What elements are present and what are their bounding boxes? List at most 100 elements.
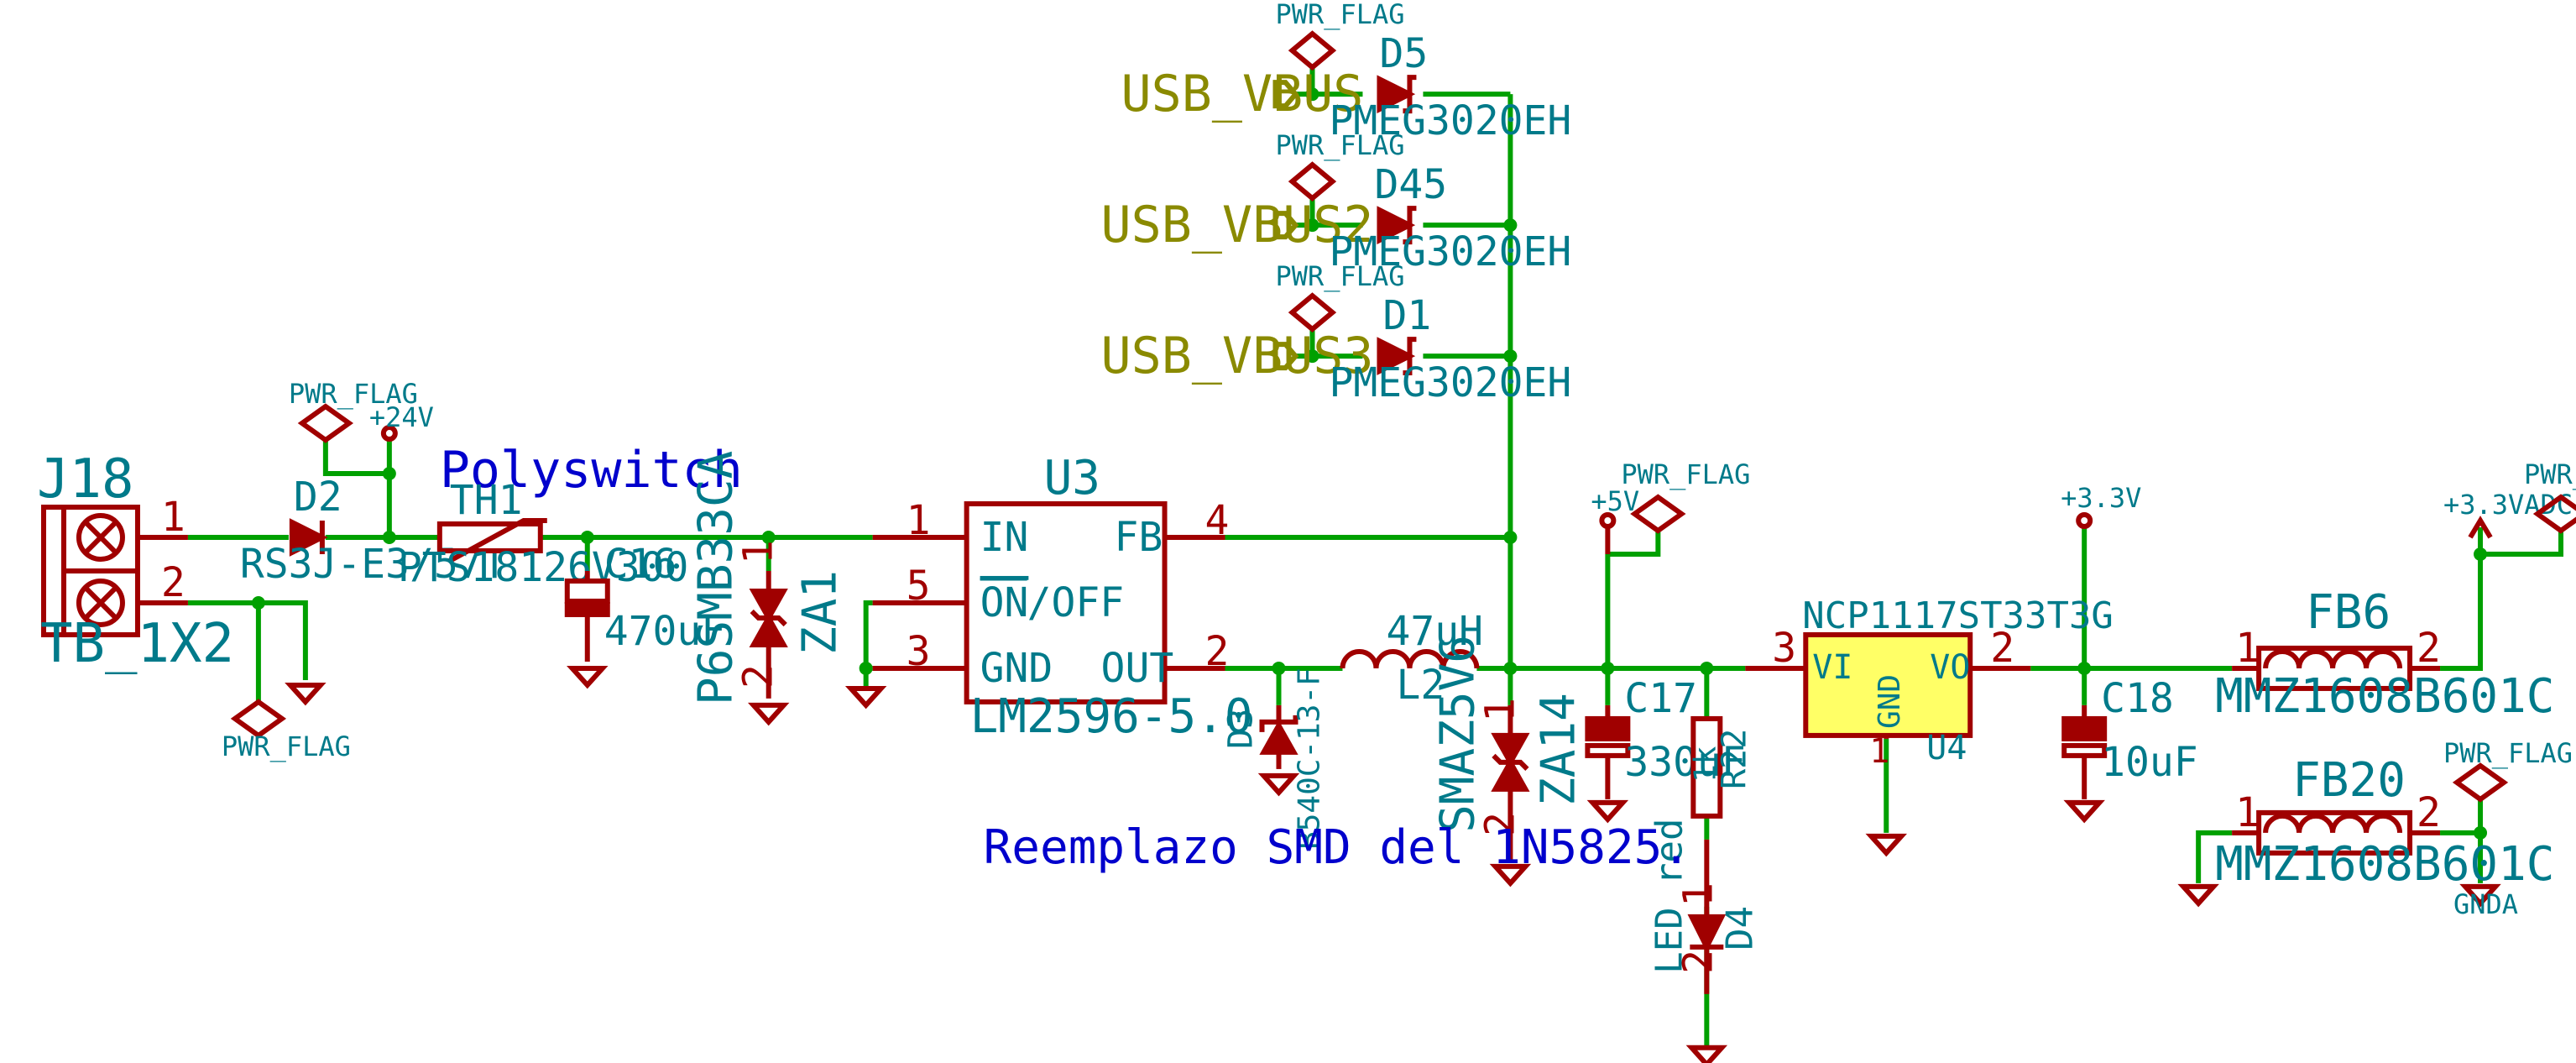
connector-value: TB_1X2 xyxy=(40,613,234,675)
ferrite-value: MMZ1608B601C xyxy=(2215,669,2554,724)
pin-number: 2 xyxy=(1990,625,2014,672)
inductor-l2: 47uH L2 xyxy=(1340,608,1483,709)
pin-name-gnd: GND xyxy=(1873,674,1907,729)
ground-symbol xyxy=(1489,863,1532,888)
pin-number: 5 xyxy=(907,563,931,610)
pin-number: 1 xyxy=(161,494,185,541)
pin-number: 1 xyxy=(735,540,782,564)
ldo-value: NCP1117ST33T3G xyxy=(1802,594,2114,637)
ground-symbol xyxy=(844,685,887,710)
ground-symbol-gnda: GNDA xyxy=(2453,883,2518,920)
resistor-ref: R22 xyxy=(1715,729,1753,789)
pin-name-in: IN xyxy=(980,514,1029,561)
pwr-flag-symbol: PWR_FLAG xyxy=(222,699,351,762)
pin-name-out: OUT xyxy=(1101,645,1174,692)
pin-name-on: ON xyxy=(980,579,1029,626)
pin-name-fb: FB xyxy=(1115,514,1163,561)
resistor-r22: 1k R22 xyxy=(1688,715,1753,819)
inductor-ref: L2 xyxy=(1396,662,1445,709)
capacitor-value: 330uF xyxy=(1624,739,1745,786)
pwr-flag-label: PWR_FLAG xyxy=(2524,458,2576,490)
tvs-value: P6SMB33CA xyxy=(689,451,744,705)
ferrite-fb6: FB6 MMZ1608B601C 1 2 xyxy=(2215,585,2554,724)
ldo-u4: NCP1117ST33T3G VI VO GND 3 2 1 U4 xyxy=(1745,594,2114,771)
pin-number: 2 xyxy=(2417,789,2441,836)
tvs-ref: ZA14 xyxy=(1531,693,1586,806)
net-label: +5V xyxy=(1591,485,1639,517)
usb-vbus2-input: USB_VBUS2 PWR_FLAG D45 PMEG3020EH xyxy=(1101,129,1572,275)
ptc-value: PTS18126V300 xyxy=(398,544,689,591)
pin-number: 1 xyxy=(2235,625,2260,672)
power-symbol-5v: +5V PWR_FLAG xyxy=(1591,458,1750,554)
net-label: GNDA xyxy=(2453,888,2518,920)
pin-number: 3 xyxy=(907,628,931,675)
pin-number: 2 xyxy=(1675,950,1722,974)
pwr-flag-label: PWR_FLAG xyxy=(1621,458,1750,490)
diode-ref: D45 xyxy=(1374,161,1447,208)
power-symbol-3v3: +3.3V xyxy=(2061,482,2141,530)
pin-name-gnd: GND xyxy=(980,645,1053,692)
ground-symbol xyxy=(2063,799,2105,824)
schematic-note: Reemplazo SMD del 1N5825. xyxy=(984,820,1690,875)
ground-symbol xyxy=(1865,833,1907,857)
pwr-flag-label: PWR_FLAG xyxy=(222,730,351,762)
pwr-flag-symbol: PWR_FLAG xyxy=(289,378,418,443)
led-ref: D4 xyxy=(1718,906,1761,950)
pin-number: 1 xyxy=(2235,789,2260,836)
led-d4: 1 2 LED red D4 xyxy=(1648,819,1761,994)
capacitor-value: 470uF xyxy=(604,608,725,655)
pin-number: 2 xyxy=(2417,625,2441,672)
pin-number: 1 xyxy=(907,497,931,544)
capacitor-ref: C16 xyxy=(604,541,677,588)
capacitor-c16: C16 470uF xyxy=(564,541,725,662)
capacitor-ref: C17 xyxy=(1624,675,1697,722)
connector-j18: J18 TB_1X2 1 2 xyxy=(37,448,234,675)
ground-symbol xyxy=(1586,799,1629,824)
capacitor-c17: C17 330uF xyxy=(1585,675,1746,799)
capacitor-c18: C18 10uF xyxy=(2061,675,2198,799)
diode-ref: D2 xyxy=(294,474,342,521)
ptc-note: Polyswitch xyxy=(440,441,743,500)
ferrite-value: MMZ1608B601C xyxy=(2215,837,2554,892)
pin-number: 1 xyxy=(1869,732,1889,771)
pwr-flag-label: PWR_FLAG xyxy=(1276,260,1405,292)
global-label: USB_VBUS2 xyxy=(1101,196,1374,254)
usb-vbus-input: USB_VBUS PWR_FLAG D5 PMEG3020EH xyxy=(1121,0,1572,144)
pwr-flag-label: PWR_FLAG xyxy=(1276,129,1405,161)
led-value: LED red xyxy=(1648,819,1690,974)
pin-number: 2 xyxy=(1476,812,1523,836)
ground-symbol xyxy=(747,702,790,726)
polyswitch-th1: Polyswitch TH1 PTS18126V300 xyxy=(398,441,743,591)
ground-symbol xyxy=(567,665,609,689)
ferrite-ref: FB20 xyxy=(2292,753,2406,808)
pin-number: 2 xyxy=(735,664,782,689)
power-symbol-3v3adc: +3.3VADC PWR_FLAG xyxy=(2443,458,2576,539)
net-label: +3.3V xyxy=(2061,482,2141,514)
junctions xyxy=(251,87,2488,840)
tvs-za1: 1 2 P6SMB33CA ZA1 xyxy=(689,451,848,705)
ferrite-ref: FB6 xyxy=(2306,585,2391,640)
regulator-ref: U3 xyxy=(1044,451,1100,505)
pin-name-vi: VI xyxy=(1812,648,1852,687)
power-symbol-24v: +24V xyxy=(369,401,434,442)
usb-vbus3-input: USB_VBUS3 PWR_FLAG D1 PMEG3020EH xyxy=(1101,260,1572,406)
ground-symbol xyxy=(1685,1045,1728,1063)
pin-name-vo: VO xyxy=(1930,648,1970,687)
capacitor-value: 10uF xyxy=(2101,739,2198,786)
diode-ref: D1 xyxy=(1382,292,1431,339)
ferrite-fb20: FB20 MMZ1608B601C 1 2 xyxy=(2215,753,2554,892)
net-label: +24V xyxy=(369,401,434,433)
inductor-value: 47uH xyxy=(1386,608,1483,655)
pin-number: 3 xyxy=(1772,625,1796,672)
pwr-flag-symbol: PWR_FLAG xyxy=(2443,737,2573,803)
diode-ref: D3 xyxy=(1222,709,1261,749)
tvs-value: SMAZ5V6 xyxy=(1430,635,1485,833)
tvs-ref: ZA1 xyxy=(793,570,848,655)
global-label: USB_VBUS3 xyxy=(1101,327,1374,385)
resistor-value: 1k xyxy=(1688,746,1722,783)
ldo-ref: U4 xyxy=(1926,729,1967,767)
ground-symbol xyxy=(1257,772,1300,797)
pin-name-off: /OFF xyxy=(1027,579,1125,626)
pin-number: 2 xyxy=(1205,628,1230,675)
